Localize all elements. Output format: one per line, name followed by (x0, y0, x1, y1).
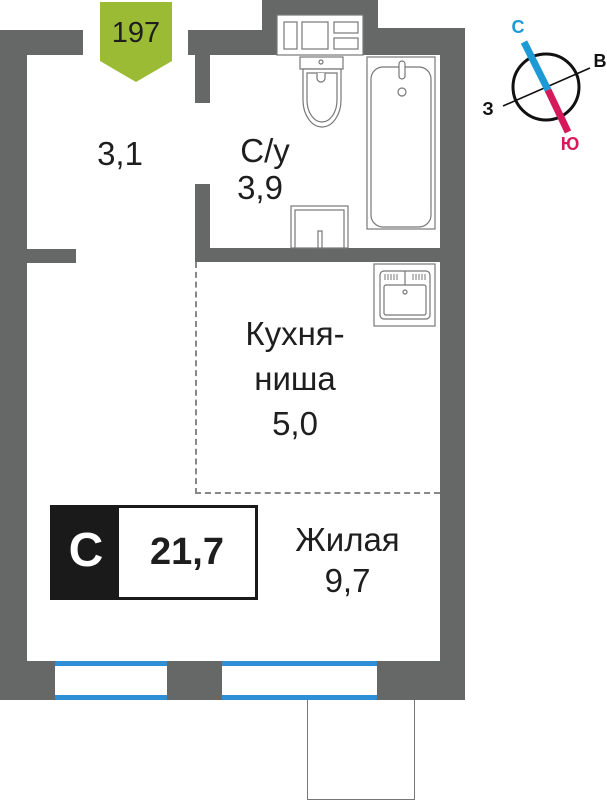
total-area: 21,7 (150, 531, 224, 573)
wall-bottom-left (0, 661, 55, 700)
window-glass-top (222, 661, 377, 666)
bathroom-sink-icon (290, 205, 349, 249)
wall-bottom-mid (167, 661, 222, 700)
kitchen-sink-icon (373, 263, 436, 327)
compass-west-label: З (482, 99, 494, 119)
kitchen-name-line2: ниша (254, 360, 336, 397)
window-glass-top (55, 661, 167, 666)
wall-bath-bottom (195, 248, 440, 262)
apartment-number-marker (100, 2, 172, 82)
apartment-type-letter: С (68, 524, 104, 577)
living-name: Жилая (295, 521, 400, 558)
wall-hall-stub (27, 249, 76, 263)
kitchen-niche-outline (195, 262, 440, 494)
window-glass-bottom (55, 695, 167, 700)
wall-left (0, 30, 27, 700)
bathroom-area: 3,9 (237, 169, 283, 206)
living-area: 9,7 (324, 562, 371, 599)
hallway-area: 3,1 (97, 135, 143, 172)
kitchen-area: 5,0 (272, 405, 318, 442)
compass-south-label: Ю (560, 134, 580, 154)
kitchen-name-line1: Кухня- (245, 315, 345, 352)
bathtub-icon (366, 56, 436, 230)
bathroom-name: С/у (240, 132, 290, 169)
compass-north-label: С (511, 17, 525, 37)
vent-cabinet-icon (276, 14, 364, 56)
window-right (222, 661, 377, 700)
window-left (55, 661, 167, 700)
wall-bath-left-lower (195, 184, 210, 262)
wall-right (440, 28, 465, 700)
apartment-number: 197 (111, 17, 161, 49)
wall-bath-left-upper (195, 55, 210, 103)
apartment-type-letter-box: С (53, 508, 119, 597)
compass-icon (502, 40, 591, 134)
wall-bottom-right (377, 661, 465, 700)
toilet-icon (299, 56, 344, 128)
window-glass-bottom (222, 695, 377, 700)
apartment-type-badge: С 21,7 (50, 505, 258, 600)
compass-east-label: В (593, 51, 607, 71)
